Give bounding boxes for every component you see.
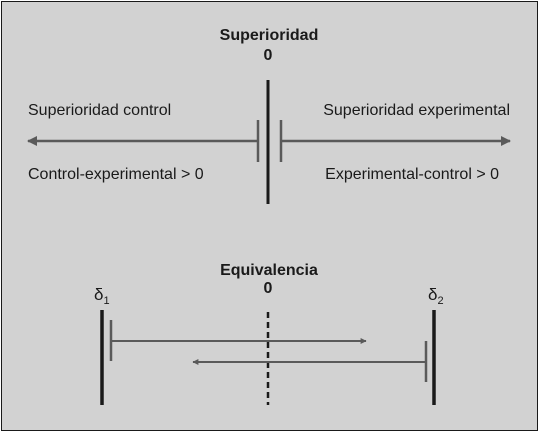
superiority-experimental-label: Superioridad experimental [323,102,510,119]
delta1-label: δ1 [94,285,110,307]
equivalence-title: Equivalencia [220,262,318,279]
superiority-control-label: Superioridad control [28,102,171,119]
superiority-control-condition: Control-experimental > 0 [28,166,204,183]
equivalence-zero-label: 0 [264,280,273,297]
superiority-title: Superioridad [220,27,319,44]
superiority-zero-label: 0 [264,47,273,64]
delta2-label: δ2 [428,285,444,307]
superiority-experimental-condition: Experimental-control > 0 [325,166,499,183]
